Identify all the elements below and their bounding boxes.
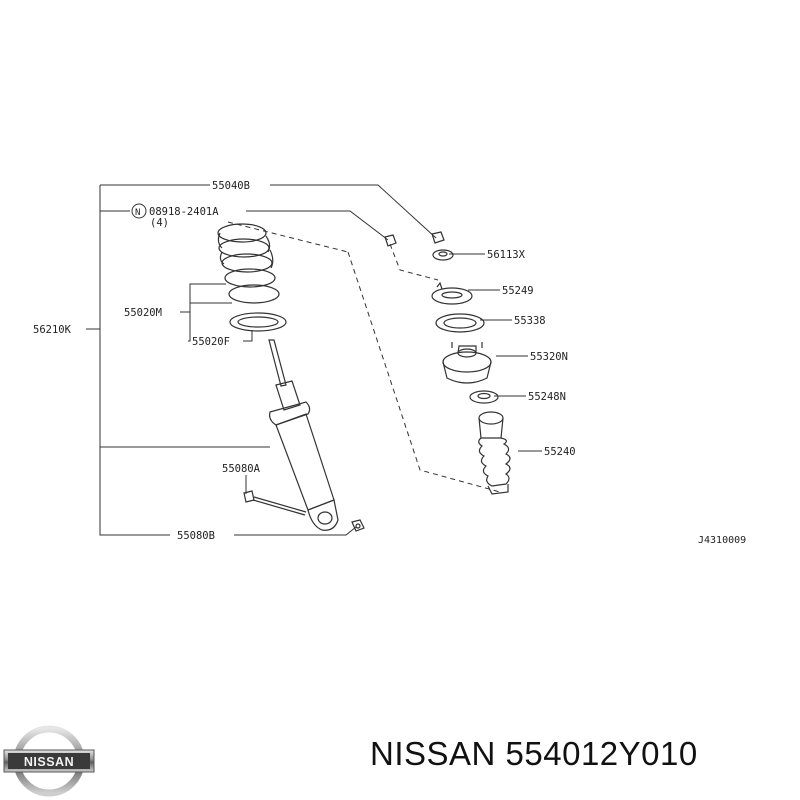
nut-08918-2401A (384, 234, 397, 247)
plate-55249 (431, 281, 473, 305)
callout-56210K: 56210K (33, 324, 72, 336)
callout-55240: 55240 (544, 446, 576, 458)
nut-55040B (431, 231, 445, 244)
part-caption: NISSAN 554012Y010 (370, 735, 698, 772)
drawing-code: J4310009 (698, 535, 746, 546)
nut-55080B (351, 519, 365, 532)
bolt-55080A (243, 490, 307, 516)
spring-seat-55020F (229, 312, 287, 332)
washer-56113X (432, 249, 454, 261)
shock-absorber-56210K (268, 339, 339, 531)
leader-55080B (234, 526, 357, 536)
callout-55020M: 55020M (124, 307, 162, 319)
leader-08918 (246, 210, 389, 241)
callout-08918-2401A: 08918-2401A (149, 206, 219, 218)
leader-55040B (270, 184, 437, 239)
bracket-56210K (99, 185, 170, 536)
leader-55020M-lower (188, 312, 191, 342)
callout-08918-qty: (4) (150, 217, 169, 229)
n-mark-circle-icon (131, 203, 147, 219)
dashed-guide-diagonal (347, 251, 501, 493)
bound-bumper-55240 (478, 411, 511, 495)
leader-55020F (243, 330, 253, 342)
leader-55020M (180, 283, 226, 313)
callout-55338: 55338 (514, 315, 546, 327)
callout-08918-prefix: N (135, 208, 140, 218)
callout-55080B: 55080B (177, 530, 215, 542)
callout-55248N: 55248N (528, 391, 566, 403)
callout-55020F: 55020F (192, 336, 230, 348)
callout-55080A: 55080A (222, 463, 261, 475)
bump-seat-55248N (469, 390, 499, 404)
rubber-seat-55338 (435, 313, 485, 333)
strut-mount-55320N (442, 342, 492, 384)
callout-55249: 55249 (502, 285, 534, 297)
nissan-logo-icon: NISSAN (3, 725, 95, 797)
callout-55040B: 55040B (212, 180, 250, 192)
dashed-guide-top-right (389, 243, 439, 281)
callout-55320N: 55320N (530, 351, 568, 363)
dashed-guide-upper (227, 221, 349, 253)
callout-56113X: 56113X (487, 249, 526, 261)
logo-wordmark: NISSAN (24, 755, 74, 769)
coil-spring-55020M (217, 223, 280, 304)
